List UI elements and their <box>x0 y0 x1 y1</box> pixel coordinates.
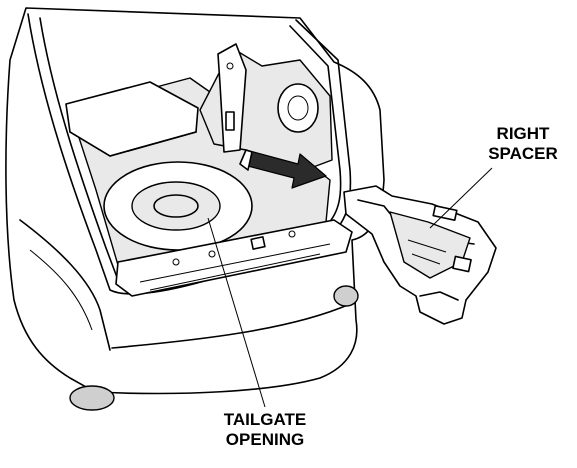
right-spacer-label-line-1: RIGHT <box>496 124 550 143</box>
rear-sill <box>115 219 353 297</box>
right-spacer-leader-line <box>429 167 493 229</box>
tailgate-opening-label-line-1: TAILGATE <box>223 410 307 429</box>
right-spacer-label-line-2: SPACER <box>488 144 558 163</box>
tailgate-opening-callout: TAILGATE OPENING <box>195 410 335 450</box>
tailgate-opening-label-line-2: OPENING <box>225 430 305 449</box>
tailgate-opening-leader-line <box>207 217 266 408</box>
left-rear-wheel <box>69 385 115 411</box>
right-rear-wheel <box>333 285 359 307</box>
right-spacer-callout: RIGHT SPACER <box>468 124 577 164</box>
